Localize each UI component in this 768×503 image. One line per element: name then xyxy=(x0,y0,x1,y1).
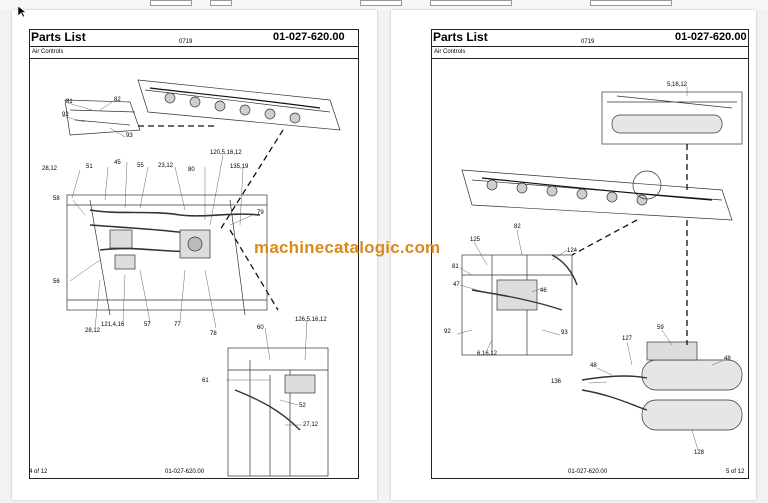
callout: 56 xyxy=(53,279,60,285)
callout: 46 xyxy=(540,288,547,294)
callout: 135,19 xyxy=(230,164,249,170)
callout: 78 xyxy=(210,331,217,337)
callout: 58 xyxy=(53,196,60,202)
page-frame: Parts List 0719 01-027-620.00 Air Contro… xyxy=(29,29,359,479)
callout: 52 xyxy=(299,403,306,409)
air-controls-diagram xyxy=(456,87,743,451)
callout: 125 xyxy=(470,237,481,243)
viewer-toolbar xyxy=(0,0,768,10)
doc-number: 01-027-620.00 xyxy=(675,31,747,43)
callout: 48 xyxy=(590,363,597,369)
callout: 80 xyxy=(188,167,195,173)
callout: 121,4,16 xyxy=(101,322,125,328)
document-page-right: Parts List 0719 01-027-620.00 Air Contro… xyxy=(391,10,756,500)
callout: 92 xyxy=(62,112,69,118)
page-footer-center: 01-027-620.00 xyxy=(568,469,608,475)
callout: 82 xyxy=(514,224,521,230)
callout: 92 xyxy=(444,329,451,335)
callout: 77 xyxy=(174,322,181,328)
callout: 47 xyxy=(453,282,460,288)
page-code: 0719 xyxy=(581,39,595,45)
callout: 60 xyxy=(257,325,264,331)
callout: 61 xyxy=(202,378,209,384)
toolbar-button[interactable] xyxy=(590,0,672,6)
section-label: Air Controls xyxy=(432,46,748,59)
doc-number: 01-027-620.00 xyxy=(273,31,345,43)
callout: 48 xyxy=(724,356,731,362)
callout: 82 xyxy=(114,97,121,103)
callout: 57 xyxy=(144,322,151,328)
callout: 93 xyxy=(561,330,568,336)
callout: 124 xyxy=(567,248,578,254)
callout: 5,16,12 xyxy=(667,82,688,88)
callout: 28,12 xyxy=(42,166,58,172)
document-page-left: Parts List 0719 01-027-620.00 Air Contro… xyxy=(12,10,377,500)
section-label: Air Controls xyxy=(30,46,358,59)
toolbar-button[interactable] xyxy=(430,0,512,6)
page-footer-center: 01-027-620.00 xyxy=(165,469,205,475)
callout: 81 xyxy=(66,99,73,105)
page-frame: Parts List 0719 01-027-620.00 Air Contro… xyxy=(431,29,749,479)
callout: 59 xyxy=(657,325,664,331)
watermark-text: machinecatalogic.com xyxy=(254,238,441,257)
callout: 93 xyxy=(126,133,133,139)
page-title: Parts List xyxy=(31,30,86,44)
callout: 23,12 xyxy=(158,163,174,169)
arrow-cursor-icon xyxy=(18,6,26,18)
callout: 45 xyxy=(114,160,121,166)
toolbar-button[interactable] xyxy=(210,0,232,6)
callout: 27,12 xyxy=(303,422,319,428)
page-code: 0719 xyxy=(179,39,193,45)
toolbar-button[interactable] xyxy=(360,0,402,6)
callout: 136 xyxy=(551,379,562,385)
page-footer-left: 4 of 12 xyxy=(29,469,48,475)
callout: 6,16,12 xyxy=(477,351,498,357)
callout: 55 xyxy=(137,163,144,169)
callout: 120,5,16,12 xyxy=(210,150,242,156)
page-footer-right: 5 of 12 xyxy=(726,469,745,475)
callout: 79 xyxy=(257,210,264,216)
callout: 28,12 xyxy=(85,328,101,334)
page-title: Parts List xyxy=(433,30,488,44)
callout: 128 xyxy=(694,450,705,456)
callout: 81 xyxy=(452,264,459,270)
callout: 127 xyxy=(622,336,633,342)
toolbar-button[interactable] xyxy=(150,0,192,6)
air-controls-diagram xyxy=(61,79,341,477)
callout: 51 xyxy=(86,164,93,170)
callout: 126,5,16,12 xyxy=(295,317,327,323)
